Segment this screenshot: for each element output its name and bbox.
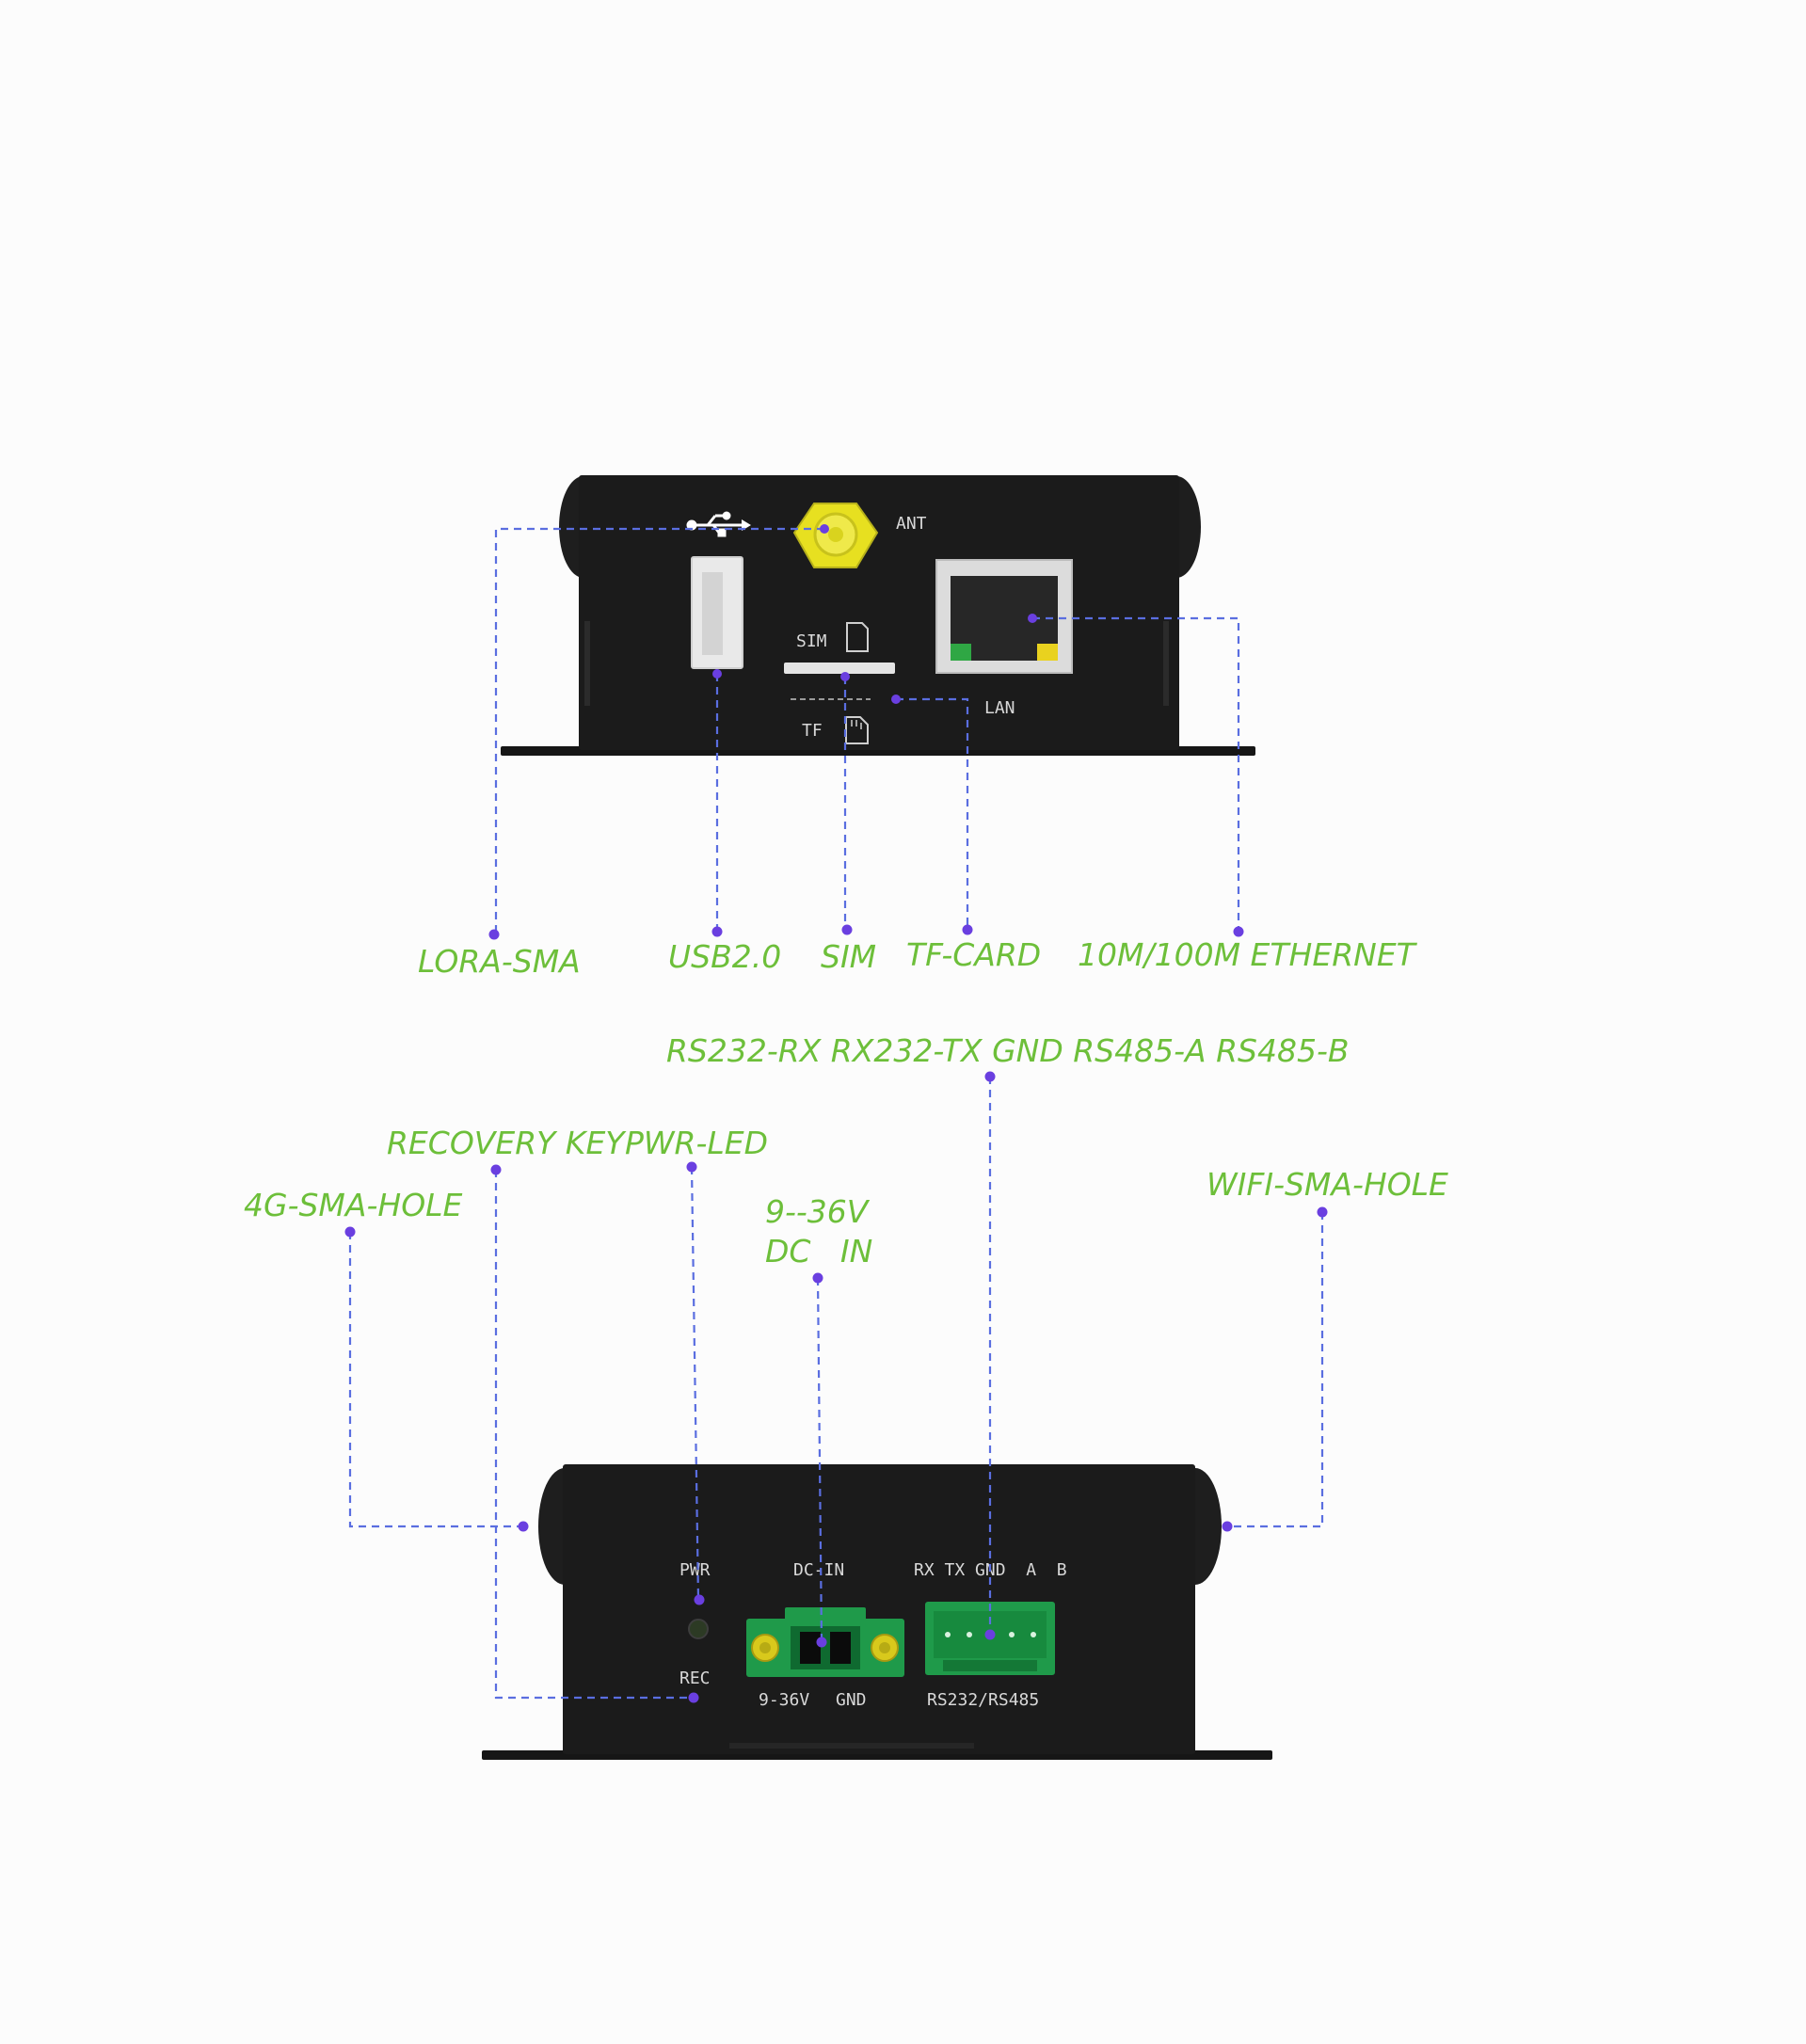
callout-wifi-sma-hole: WIFI-SMA-HOLE [1207, 1166, 1448, 1203]
dc-in-label: DC-IN [793, 1560, 844, 1580]
usb-port [691, 556, 743, 669]
tf-card-icon [845, 716, 869, 744]
enclosure-body [579, 475, 1179, 750]
leader-pwr-led [690, 1166, 700, 1601]
serial-label: RS232/RS485 [927, 1690, 1039, 1710]
leader-wifi-sma [1227, 1212, 1324, 1528]
leader-tf-card [896, 697, 969, 930]
lan-label: LAN [984, 698, 1015, 718]
sim-slot [784, 663, 895, 674]
tf-label: TF [802, 721, 823, 741]
lora-sma-connector [792, 503, 879, 568]
leader-4g-sma [348, 1232, 523, 1528]
callout-sim: SIM [821, 938, 876, 975]
ant-label: ANT [896, 514, 927, 534]
voltage-label: 9-36V [759, 1690, 809, 1710]
dc-in-terminal [746, 1607, 904, 1677]
leader-dc-in [816, 1277, 823, 1643]
callout-serial-pins: RS232-RX RX232-TX GND RS485-A RS485-B [666, 1032, 1349, 1069]
callout-usb: USB2.0 [668, 938, 781, 975]
sim-label: SIM [796, 631, 827, 651]
pwr-led [688, 1619, 709, 1639]
sim-card-icon [846, 622, 869, 652]
leader-ethernet [1032, 616, 1240, 932]
leader-recovery-key [494, 1170, 692, 1700]
callout-pwr-led: PWR-LED [625, 1125, 768, 1161]
callout-4g-sma-hole: 4G-SMA-HOLE [244, 1187, 463, 1223]
rec-label: REC [679, 1669, 711, 1688]
top-leader-lines [488, 524, 1244, 940]
rear-panel: PWR REC DC-IN 9-36V GND RX TX GND A B [482, 1464, 1272, 1760]
enclosure-body-rear [563, 1464, 1195, 1754]
callout-tf-card: TF-CARD [906, 936, 1041, 973]
callout-dc-in: DC IN [765, 1233, 872, 1270]
callout-recovery-key: RECOVERY KEY [387, 1125, 627, 1161]
bottom-leader-lines [344, 1071, 1328, 1703]
link-led [951, 644, 971, 661]
callout-ethernet: 10M/100M ETHERNET [1078, 936, 1418, 973]
activity-led [1037, 644, 1058, 661]
pwr-label: PWR [679, 1560, 711, 1580]
callout-lora-sma: LORA-SMA [418, 943, 581, 980]
gnd-label: GND [836, 1690, 867, 1710]
leader-lora-sma [494, 527, 824, 934]
front-panel: ANT SIM TF LAN [501, 475, 1255, 756]
callout-dc-in-voltage: 9--36V [765, 1193, 871, 1230]
ethernet-port [935, 559, 1073, 674]
